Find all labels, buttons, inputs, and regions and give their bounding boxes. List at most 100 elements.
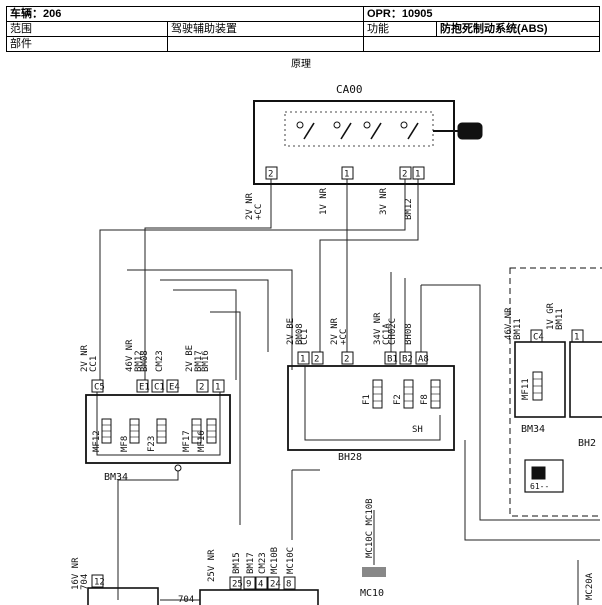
right-bm34-label: BM34 — [521, 424, 545, 435]
bm34-bus — [96, 392, 221, 456]
bottom-mid-code: BM15 — [232, 552, 242, 574]
bottom-right-code: MC20A — [585, 572, 595, 600]
wire-cc-to-bm34 — [144, 179, 272, 380]
switch-contact — [363, 121, 371, 129]
right-bh2-label: BH2 — [578, 438, 596, 449]
ca00-pin-2b-label: 2 — [402, 170, 407, 180]
right-wire-b: BM11 — [555, 308, 565, 330]
ca00-wire-3v: 3V NR — [379, 187, 389, 215]
right-bh2-box — [569, 341, 602, 418]
range-value: 驾驶辅助装置 — [171, 23, 237, 35]
part-label: 部件 — [8, 37, 168, 51]
bm34-label: BM34 — [104, 472, 128, 483]
bh28-pin-2 — [311, 351, 324, 365]
bm34-wire-code: 2V BE — [185, 345, 195, 372]
bh28-box — [287, 365, 455, 451]
bottom-mid-pin-label: 4 — [258, 580, 263, 590]
bh28-wire-code: BM08 — [295, 323, 305, 345]
bm34-fuse-label: MF17 — [182, 430, 192, 452]
bm34-fuse-label: F23 — [147, 436, 157, 452]
bm34-fuse-label: MF16 — [197, 430, 207, 452]
bottom-mid-pin — [267, 576, 280, 590]
bh28-fuse-label: F1 — [362, 394, 372, 405]
diagram-caption: 原理 — [291, 59, 311, 70]
bottom-mid-pin-label: 24 — [270, 580, 281, 590]
bottom-mid-pin-label: 9 — [246, 580, 251, 590]
opr-value: 10905 — [401, 8, 433, 20]
header-table: 车辆：206 OPR：10905 范围 驾驶辅助装置 功能 防抱死制动系统(AB… — [6, 6, 600, 52]
ca00-label: CA00 — [336, 83, 363, 96]
bottom-left-wire: 16V NR — [71, 557, 81, 590]
bh28-pin-1 — [297, 351, 310, 365]
bh28-pin-2-label: 2 — [314, 355, 319, 365]
bm34-pin-C1 — [151, 379, 164, 393]
switch-contact — [333, 121, 341, 129]
bm34-pin-E4 — [166, 379, 179, 393]
bm34-pin-2-label: 2 — [199, 383, 204, 393]
bm34-pin-C5-label: C5 — [94, 383, 105, 393]
switch-lever — [340, 122, 352, 140]
bottom-left-label: 704 — [178, 595, 194, 605]
part-value-empty — [363, 36, 600, 52]
bh28-wire-code: 34V NR — [373, 312, 383, 345]
wire-ca00-bm34 — [99, 179, 406, 258]
bh28-wire-code: CC1A — [382, 323, 392, 345]
ca00-wire-bm12: BM12 — [404, 198, 414, 220]
bm34-pin-E4-label: E4 — [169, 383, 180, 393]
bm34-wire-code: CM23 — [155, 350, 165, 372]
bm34-fuse-label: MF12 — [92, 430, 102, 452]
right-bm34-box — [514, 341, 566, 418]
ca00-wire-cc: +CC — [254, 204, 264, 220]
bm34-wire-code: BM16 — [201, 350, 211, 372]
bh28-pin-A8 — [415, 351, 428, 365]
right-wire-a: 46V NR — [504, 307, 514, 340]
bm34-pin-C1-label: C1 — [154, 383, 165, 393]
bm34-pin-2 — [196, 379, 209, 393]
bh28-pin-B1-label: B1 — [387, 355, 398, 365]
switch-contact — [400, 121, 408, 129]
bottom-mid-pin-label: 25 — [232, 580, 243, 590]
bh28-wire-code: BH08 — [404, 323, 414, 345]
vehicle-value: 206 — [43, 8, 62, 20]
bottom-mid-code: MC10C — [286, 547, 296, 574]
right-module-zone — [509, 267, 602, 517]
bm34-node — [174, 464, 182, 472]
bh28-wire-code: CH02C — [388, 318, 398, 345]
ca00-wire-1v: 1V NR — [319, 187, 329, 215]
switch-lever — [370, 122, 382, 140]
ca00-contacts-frame — [284, 111, 434, 147]
wire-cm23 — [160, 279, 269, 352]
bh28-pin-B1 — [384, 351, 397, 365]
bottom-mid-pin — [243, 576, 256, 590]
bottom-left-pin-label: 12 — [94, 578, 105, 588]
bh28-wire-code: 2V BE — [286, 318, 296, 345]
bm34-wire-code: BM17 — [194, 350, 204, 372]
bm34-pin-E1-label: E1 — [139, 383, 150, 393]
bm34-box — [85, 394, 231, 464]
wire-bm08 — [127, 269, 293, 370]
bottom-mid-pin-label: 8 — [286, 580, 291, 590]
ca00-wire-cc: 2V NR — [245, 192, 255, 220]
bm34-pin-1 — [212, 379, 225, 393]
ca00-pin-2-label: 2 — [268, 170, 273, 180]
ref-badge — [524, 459, 564, 493]
wire-bm16-down — [210, 311, 241, 525]
bh28-pin-1-label: 1 — [300, 355, 305, 365]
bh28-label: BH28 — [338, 452, 362, 463]
bottom-mid-connector — [199, 589, 319, 605]
switch-contact — [296, 121, 304, 129]
key-icon — [457, 122, 483, 140]
bh28-wire-code: CC1 — [300, 329, 310, 345]
bm34-pin-E1 — [136, 379, 149, 393]
wire-bm12 — [319, 179, 419, 352]
ref-badge-label: 61-- — [530, 482, 549, 491]
bh28-pin-2 — [341, 351, 354, 365]
bottom-mid-pin — [229, 576, 242, 590]
ca00-pin-2b — [399, 166, 412, 180]
bm34-wire-code: BM12 — [134, 350, 144, 372]
right-pin-1-label: 1 — [574, 333, 579, 343]
bm34-pin-1-label: 1 — [215, 383, 220, 393]
bm34-wire-code: 46V NR — [125, 339, 135, 372]
